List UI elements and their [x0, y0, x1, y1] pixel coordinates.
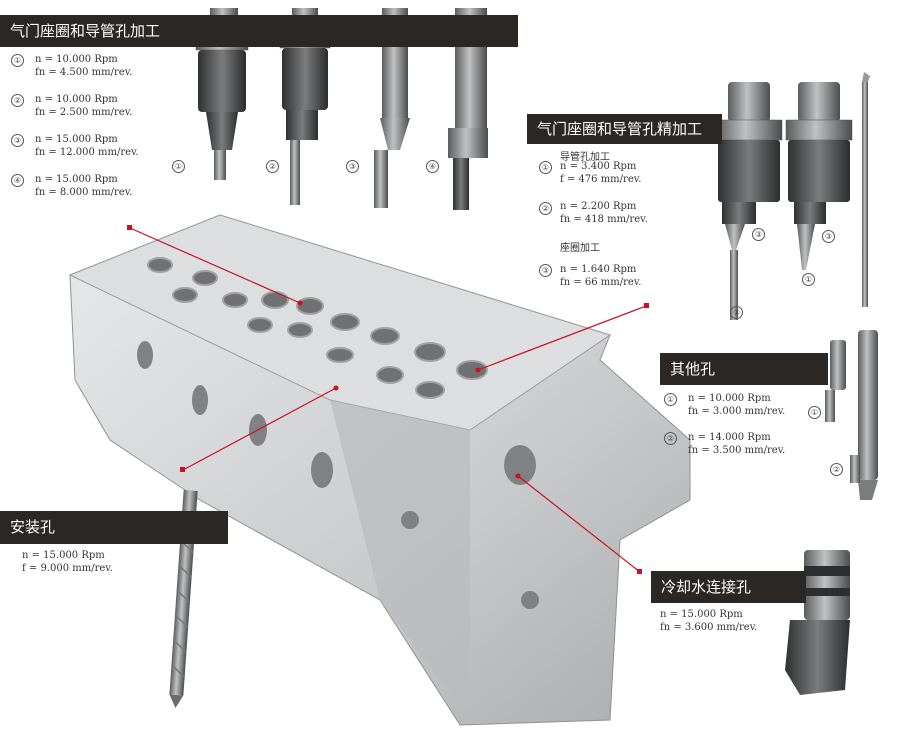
tool-label-2: ② — [266, 160, 279, 173]
coolant-banner: 冷却水连接孔 — [651, 571, 806, 603]
other-tool-2-illustration — [850, 330, 878, 500]
spec-number: ① — [539, 161, 552, 174]
spec-speed: n = 15.000 Rpm — [660, 609, 743, 620]
spec-speed: n = 14.000 Rpm — [688, 432, 771, 443]
spec-speed: n = 15.000 Rpm — [22, 550, 105, 561]
spec-feed: fn = 3.500 mm/rev. — [688, 445, 786, 456]
spec-number: ② — [539, 202, 552, 215]
tool-label-3: ③ — [346, 160, 359, 173]
leader-lines — [127, 225, 649, 574]
spec-item: n = 15.000 Rpm fn = 8.000 mm/rev. — [35, 173, 132, 199]
spec-feed: fn = 8.000 mm/rev. — [35, 187, 133, 198]
spec-speed: n = 1.640 Rpm — [560, 264, 637, 275]
spec-item: n = 1.640 Rpm fn = 66 mm/rev. — [560, 263, 641, 289]
spec-speed: n = 10.000 Rpm — [35, 54, 118, 65]
coolant-title: 冷却水连接孔 — [661, 578, 752, 596]
coolant-spec: n = 15.000 Rpm fn = 3.600 mm/rev. — [660, 608, 757, 634]
mounting-title: 安装孔 — [10, 518, 56, 536]
spec-number: ② — [11, 94, 24, 107]
spec-speed: n = 15.000 Rpm — [35, 134, 118, 145]
spec-number: ④ — [11, 174, 24, 187]
other-holes-banner: 其他孔 — [660, 353, 828, 385]
spec-feed: fn = 418 mm/rev. — [560, 214, 648, 225]
spec-item: n = 15.000 Rpm fn = 12.000 mm/rev. — [35, 133, 139, 159]
spec-speed: n = 15.000 Rpm — [35, 174, 118, 185]
spec-number: ② — [664, 432, 677, 445]
spec-feed: fn = 12.000 mm/rev. — [35, 147, 139, 158]
spec-feed: fn = 4.500 mm/rev. — [35, 67, 133, 78]
spec-item: n = 10.000 Rpm fn = 3.000 mm/rev. — [688, 392, 785, 418]
mounting-banner: 安装孔 — [0, 511, 228, 544]
spec-feed: fn = 3.000 mm/rev. — [688, 406, 786, 417]
other-hole-tools — [825, 330, 878, 500]
spec-item: n = 2.200 Rpm fn = 418 mm/rev. — [560, 200, 648, 226]
long-reamer-illustration — [862, 72, 870, 307]
coolant-cutter-illustration — [785, 550, 850, 695]
finish-tool-label: ① — [802, 273, 815, 286]
spec-number: ③ — [539, 264, 552, 277]
spec-item: n = 14.000 Rpm fn = 3.500 mm/rev. — [688, 431, 785, 457]
spec-feed: f = 9.000 mm/rev. — [22, 563, 113, 574]
tool-label-4: ④ — [426, 160, 439, 173]
spec-item: n = 10.000 Rpm fn = 2.500 mm/rev. — [35, 93, 132, 119]
spec-feed: fn = 2.500 mm/rev. — [35, 107, 133, 118]
finish-title: 气门座圈和导管孔精加工 — [537, 120, 703, 138]
spec-feed: fn = 66 mm/rev. — [560, 277, 642, 288]
finish-tool-label: ③ — [822, 230, 835, 243]
other-tool-label: ② — [830, 463, 843, 476]
tool-label-1: ① — [172, 160, 185, 173]
mounting-spec: n = 15.000 Rpm f = 9.000 mm/rev. — [22, 549, 113, 575]
spec-speed: n = 10.000 Rpm — [35, 94, 118, 105]
other-tool-label: ① — [808, 406, 821, 419]
spec-speed: n = 3.400 Rpm — [560, 161, 637, 172]
spec-item: n = 10.000 Rpm fn = 4.500 mm/rev. — [35, 53, 132, 79]
spec-speed: n = 10.000 Rpm — [688, 393, 771, 404]
spec-item: n = 3.400 Rpm f = 476 mm/rev. — [560, 160, 641, 186]
seat-subheading: 座圈加工 — [560, 243, 600, 254]
spec-feed: fn = 3.600 mm/rev. — [660, 622, 758, 633]
valve-seat-title: 气门座圈和导管孔加工 — [10, 22, 161, 40]
valve-seat-banner: 气门座圈和导管孔加工 — [0, 15, 518, 47]
finish-tool-1-illustration — [715, 82, 783, 320]
other-holes-title: 其他孔 — [670, 360, 716, 378]
other-tool-1-illustration — [825, 340, 846, 422]
guide-hole-subheading: 导管孔加工 — [560, 152, 610, 163]
spec-speed: n = 2.200 Rpm — [560, 201, 637, 212]
finish-tool-label: ① — [730, 306, 743, 319]
spec-number: ③ — [11, 134, 24, 147]
spec-number: ① — [664, 393, 677, 406]
spec-feed: f = 476 mm/rev. — [560, 174, 642, 185]
finish-banner: 气门座圈和导管孔精加工 — [527, 114, 722, 144]
finish-tool-2-illustration — [785, 82, 853, 270]
finish-tools — [715, 72, 870, 320]
spec-number: ① — [11, 54, 24, 67]
cylinder-head-illustration — [68, 214, 691, 726]
finish-tool-label: ③ — [752, 228, 765, 241]
